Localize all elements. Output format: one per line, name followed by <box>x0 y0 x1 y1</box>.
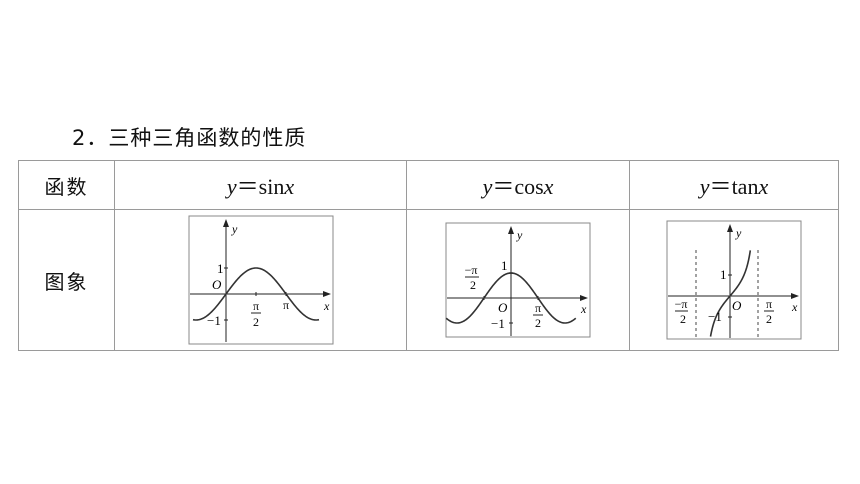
cos-label-one: 1 <box>501 258 508 273</box>
cos-graph-cell: y x O 1 −1 −π 2 π 2 <box>406 209 630 351</box>
sin-label-x: x <box>323 299 330 313</box>
tan-label-one: 1 <box>720 267 727 282</box>
tan-label-neg-pi2-den: 2 <box>680 312 686 326</box>
sin-header: y＝sinx <box>114 160 407 210</box>
tan-graph: y x O 1 −1 −π 2 π 2 <box>666 220 802 340</box>
cos-label-neg-pi2-num: −π <box>465 263 478 277</box>
sin-label-pi: π <box>282 298 288 312</box>
cos-header: y＝cosx <box>406 160 630 210</box>
graph-row-label: 图象 <box>18 209 115 351</box>
tan-label-pi2-den: 2 <box>766 312 772 326</box>
sin-graph-frame <box>188 215 333 345</box>
tan-graph-cell: y x O 1 −1 −π 2 π 2 <box>629 209 839 351</box>
sin-label-neg-one: −1 <box>207 313 221 328</box>
function-column-header: 函数 <box>18 160 115 210</box>
tan-label-origin: O <box>732 298 742 313</box>
tan-label-neg-one: −1 <box>708 309 722 324</box>
cos-label-pi2-den: 2 <box>535 316 541 330</box>
cos-graph: y x O 1 −1 −π 2 π 2 <box>445 222 591 338</box>
tan-curve <box>709 250 752 337</box>
tan-label-y: y <box>735 226 742 240</box>
sin-label-origin: O <box>212 277 222 292</box>
sin-x-arrow <box>322 291 331 297</box>
trig-properties-table: 函数 y＝sinx y＝cosx y＝tanx 图象 <box>18 160 839 351</box>
cos-label-origin: O <box>498 300 508 315</box>
cos-label-neg-pi2-den: 2 <box>470 278 476 292</box>
section-heading: 2．三种三角函数的性质 <box>72 126 307 150</box>
tan-label-pi2-num: π <box>766 297 772 311</box>
sin-curve <box>192 267 319 321</box>
cos-label-pi2-num: π <box>535 301 541 315</box>
header-row: 函数 y＝sinx y＝cosx y＝tanx <box>18 160 839 210</box>
tan-x-arrow <box>791 293 799 299</box>
tan-label-x: x <box>791 300 798 314</box>
cos-x-arrow <box>580 295 588 301</box>
sin-label-one: 1 <box>217 261 224 276</box>
cos-y-arrow <box>508 226 514 234</box>
tan-label-neg-pi2-num: −π <box>675 297 688 311</box>
sin-label-y: y <box>231 222 238 236</box>
graph-row: 图象 y x O 1 −1 π 2 π <box>18 209 839 351</box>
cos-label-y: y <box>516 228 523 242</box>
sin-graph-cell: y x O 1 −1 π 2 π <box>114 209 407 351</box>
tan-graph-frame <box>666 220 802 340</box>
cos-graph-frame <box>445 222 591 338</box>
sin-label-pi2-den: 2 <box>253 315 259 329</box>
tan-y-arrow <box>727 224 733 232</box>
sin-label-pi2-num: π <box>252 299 258 313</box>
tan-header: y＝tanx <box>629 160 839 210</box>
sin-graph: y x O 1 −1 π 2 π <box>188 215 333 345</box>
sin-y-arrow <box>222 219 229 227</box>
cos-label-x: x <box>580 302 587 316</box>
cos-label-neg-one: −1 <box>491 316 505 331</box>
